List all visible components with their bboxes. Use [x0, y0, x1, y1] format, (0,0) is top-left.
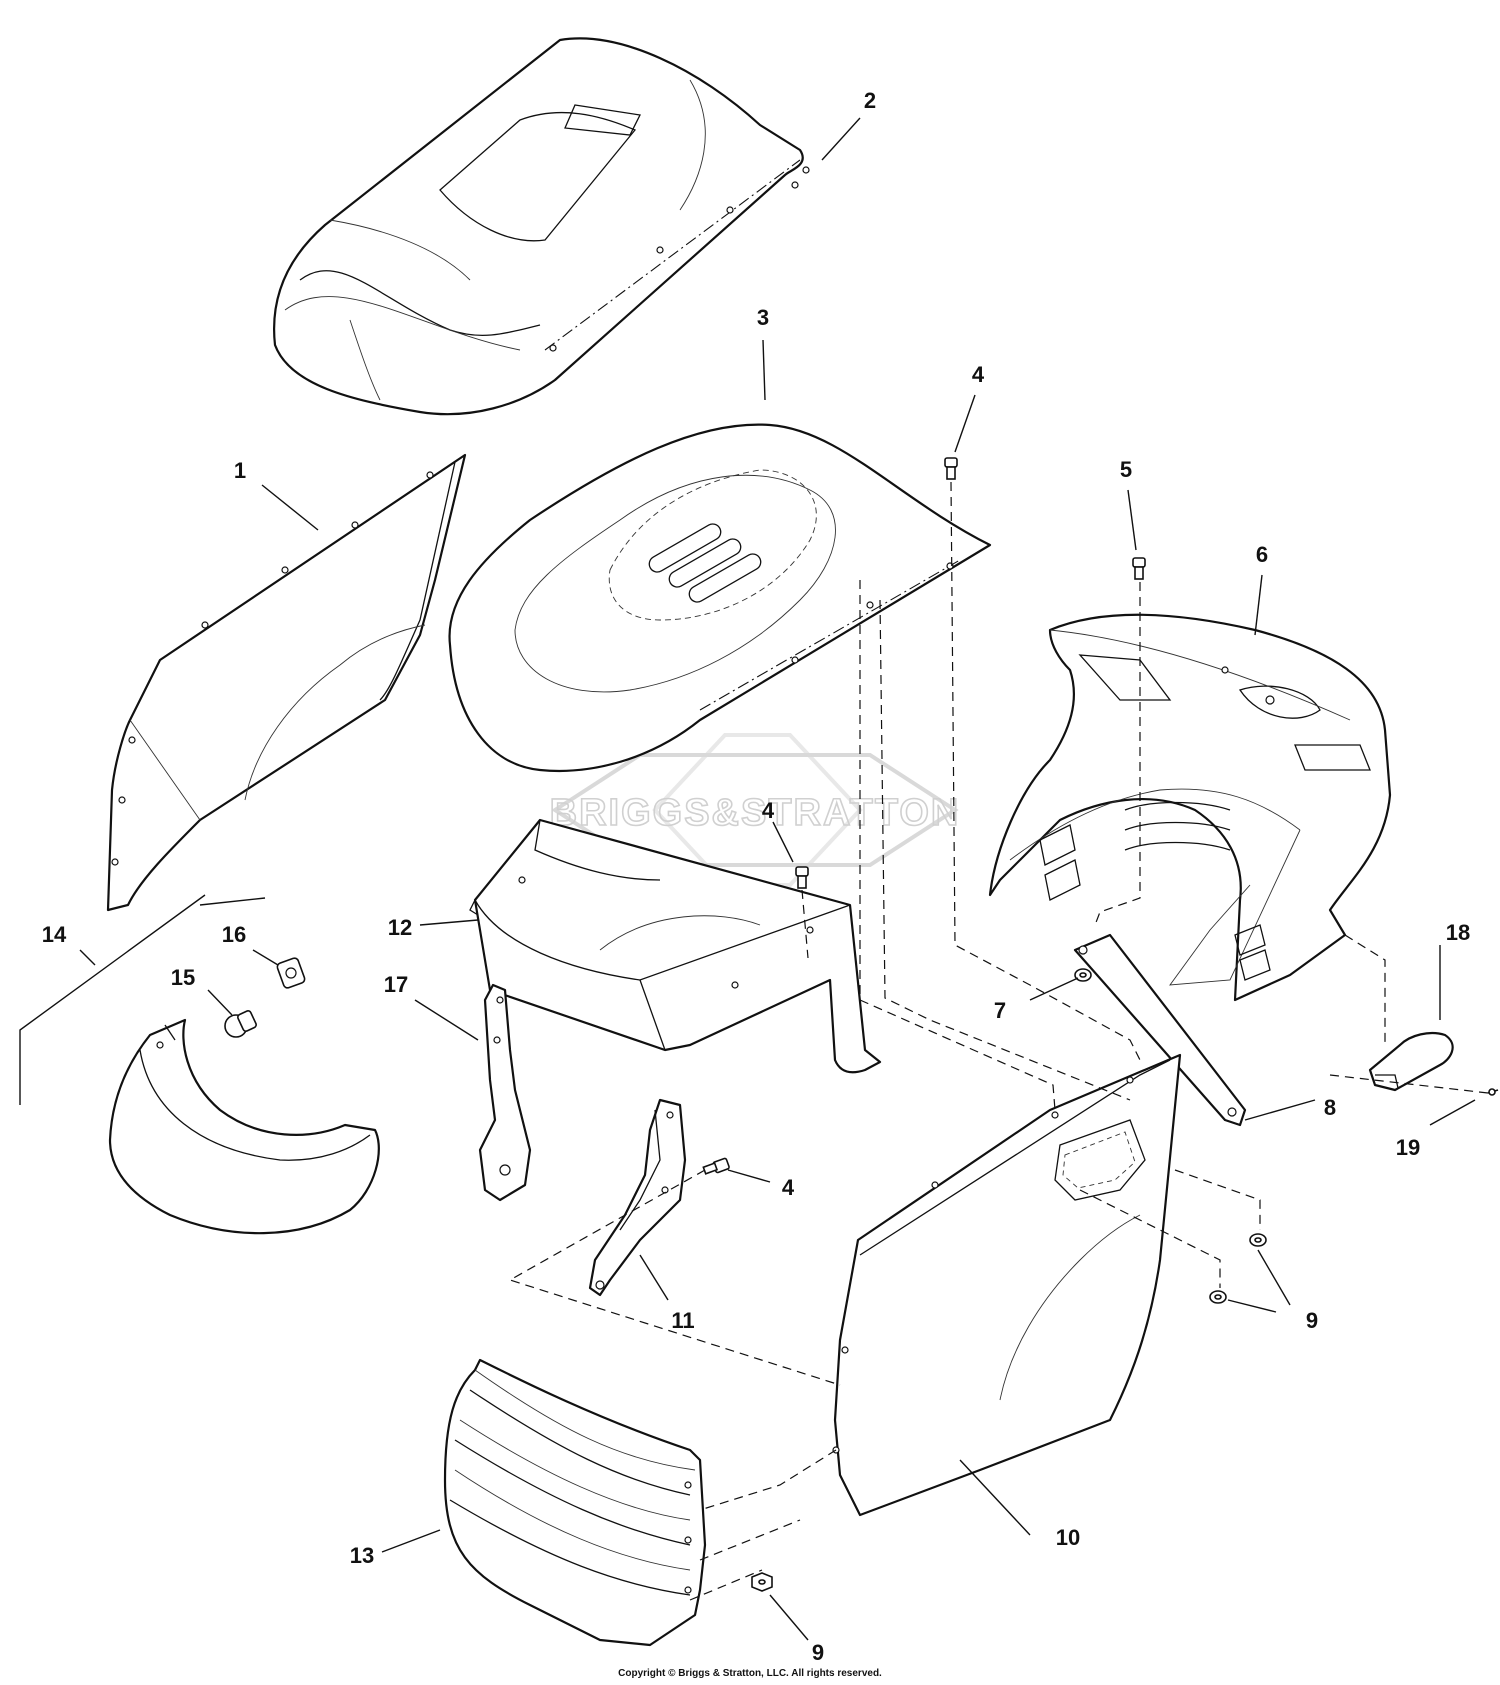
part-11-right-bracket — [588, 1098, 687, 1297]
bolt-4-upper — [944, 457, 958, 480]
callout-10: 10 — [1056, 1525, 1080, 1550]
part-19-screw — [1487, 1088, 1499, 1096]
callout-4-lower: 4 — [782, 1175, 795, 1200]
callout-17: 17 — [384, 972, 408, 997]
callout-5: 5 — [1120, 457, 1132, 482]
callout-4-upper: 4 — [972, 362, 985, 387]
callout-19: 19 — [1396, 1135, 1420, 1160]
callout-3: 3 — [757, 305, 769, 330]
callout-4-middle: 4 — [762, 798, 775, 823]
bolt-4-middle — [795, 866, 809, 889]
nut-9-lower — [751, 1572, 773, 1592]
watermark-text: BRIGGS&STRATTON — [550, 792, 961, 834]
part-18-cover-clip — [1368, 1031, 1454, 1092]
copyright-notice: Copyright © Briggs & Stratton, LLC. All … — [618, 1668, 882, 1679]
nut-9-upper — [1249, 1233, 1267, 1247]
bolt-4-lower — [702, 1157, 730, 1175]
part-15-bushing — [224, 1010, 257, 1038]
part-10-right-side-panel — [832, 1053, 1182, 1517]
briggs-stratton-watermark: BRIGGS&STRATTON — [549, 733, 961, 887]
callout-18: 18 — [1446, 920, 1470, 945]
part-16-clip-nut — [276, 957, 306, 989]
nut-9-middle — [1209, 1290, 1227, 1304]
callout-13: 13 — [350, 1543, 374, 1568]
callout-8: 8 — [1324, 1095, 1336, 1120]
part-13-front-grille — [443, 1358, 707, 1647]
part-3-hood-panel — [448, 423, 992, 773]
callout-labels: 2 3 1 4 5 6 4 12 17 14 16 15 7 8 18 19 4… — [42, 88, 1470, 1665]
callout-16: 16 — [222, 922, 246, 947]
callout-14: 14 — [42, 922, 67, 947]
leader-lines — [19, 117, 1476, 1641]
part-8-support-strap — [1073, 933, 1247, 1127]
callout-12: 12 — [388, 915, 412, 940]
nut-7 — [1074, 968, 1092, 982]
callout-7: 7 — [994, 998, 1006, 1023]
bolt-5 — [1132, 557, 1146, 580]
callout-15: 15 — [171, 965, 195, 990]
part-12-floor-pan — [469, 818, 882, 1074]
part-17-left-bracket — [478, 983, 532, 1202]
part-6-dash-console — [988, 613, 1392, 1002]
callout-11: 11 — [671, 1308, 694, 1333]
callout-9-upper: 9 — [1306, 1308, 1318, 1333]
assembly-guide-lines — [508, 481, 1489, 1601]
callout-1: 1 — [234, 458, 246, 483]
part-1-left-side-panel — [106, 453, 467, 912]
callout-2: 2 — [864, 88, 876, 113]
callout-6: 6 — [1256, 542, 1268, 567]
callout-9-lower: 9 — [812, 1640, 824, 1665]
part-2-hood-top — [273, 37, 810, 416]
part-14-front-nose — [108, 1018, 380, 1235]
